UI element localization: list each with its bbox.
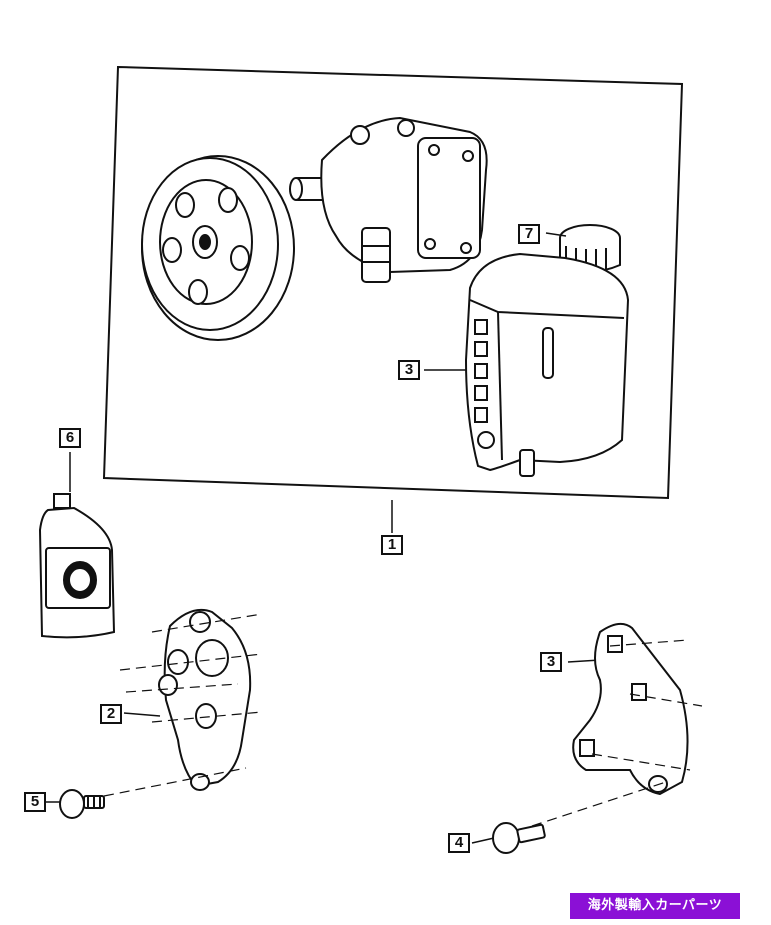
callout-4: 4	[448, 833, 470, 853]
power-steering-pump	[289, 116, 488, 283]
mounting-bracket-left	[158, 608, 252, 791]
dash-lines-left	[103, 613, 263, 797]
callout-5: 5	[24, 792, 46, 812]
bolt-5	[59, 789, 105, 819]
assembly-frame	[102, 65, 684, 500]
mounting-bracket-right	[572, 622, 689, 796]
dash-lines-right	[531, 639, 703, 827]
callout-3-bracket: 3	[540, 652, 562, 672]
bolt-4	[492, 822, 546, 854]
callout-7: 7	[518, 224, 540, 244]
callout-1: 1	[381, 535, 403, 555]
pulley	[141, 155, 295, 341]
callout-3-reservoir: 3	[398, 360, 420, 380]
leader-lines	[46, 232, 601, 844]
reservoir	[464, 224, 630, 477]
callout-6: 6	[59, 428, 81, 448]
fluid-bottle	[38, 493, 116, 639]
callout-2: 2	[100, 704, 122, 724]
watermark-badge: 海外製輸入カーパーツ	[570, 893, 740, 919]
